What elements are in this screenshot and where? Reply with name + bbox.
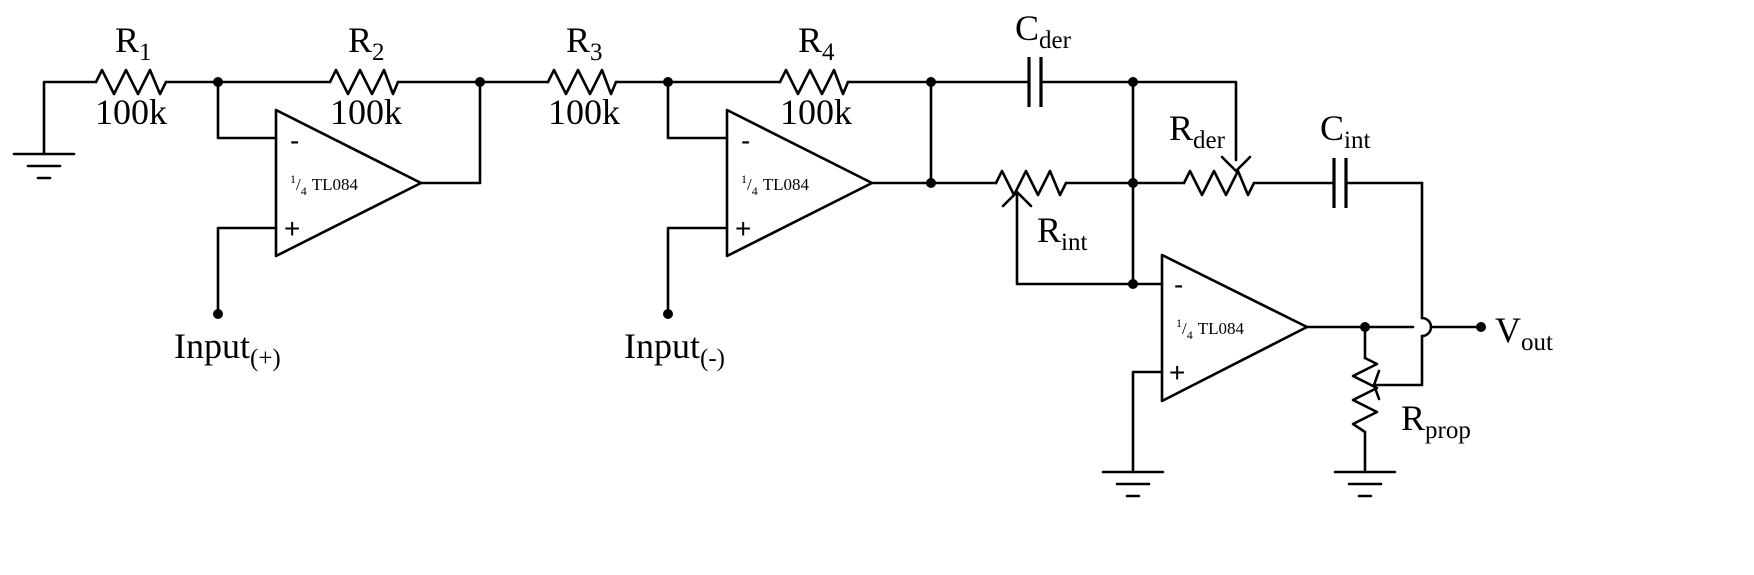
vout-label: Vout (1495, 310, 1553, 356)
input-plus-label: Input(+) (174, 326, 281, 372)
input-plus-terminal (213, 309, 223, 319)
rder-label: Rder (1169, 108, 1226, 154)
r2-label: R2 (348, 20, 385, 66)
resistor-r3 (546, 68, 618, 96)
capacitor-cder (1027, 57, 1043, 107)
cder-label: Cder (1015, 8, 1072, 54)
inverting-input-sign: - (290, 125, 299, 156)
r4-label: R4 (798, 20, 835, 66)
r3-value: 100k (548, 92, 620, 132)
potentiometer-rprop (1351, 356, 1394, 434)
noninverting-input-sign: + (284, 213, 300, 244)
r1-value: 100k (95, 92, 167, 132)
noninverting-input-sign: + (1169, 357, 1185, 388)
r4-value: 100k (780, 92, 852, 132)
vout-terminal (1476, 322, 1486, 332)
junction-dots (213, 77, 1486, 332)
rint-label: Rint (1037, 210, 1087, 256)
cint-label: Cint (1320, 108, 1370, 154)
rprop-label: Rprop (1401, 398, 1471, 444)
ground-symbol (1333, 470, 1397, 498)
wires (42, 80, 1483, 474)
input-minus-label: Input(-) (624, 326, 725, 372)
input-minus-terminal (663, 309, 673, 319)
inverting-input-sign: - (741, 125, 750, 156)
inverting-input-sign: - (1174, 269, 1183, 300)
r1-label: R1 (115, 20, 152, 66)
resistor-r2 (328, 68, 400, 96)
potentiometer-rder (1182, 155, 1256, 197)
r2-value: 100k (330, 92, 402, 132)
potentiometer-rint (994, 169, 1068, 208)
ground-symbol (12, 152, 76, 180)
resistor-r1 (94, 68, 168, 96)
capacitor-cint (1332, 158, 1348, 208)
resistor-r4 (778, 68, 850, 96)
r3-label: R3 (566, 20, 603, 66)
noninverting-input-sign: + (735, 213, 751, 244)
ground-symbol (1101, 470, 1165, 498)
